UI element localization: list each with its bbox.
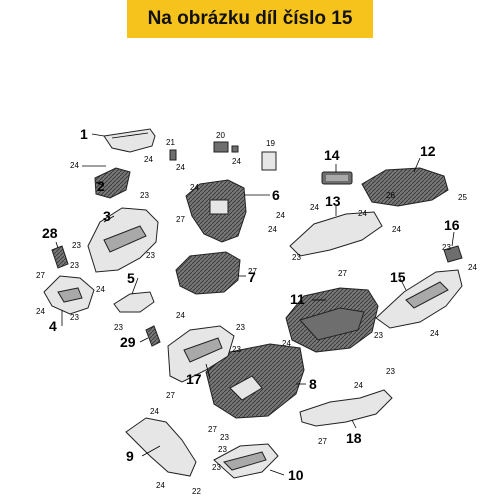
fastener-label-27: 27: [176, 215, 185, 224]
fastener-label-27: 27: [208, 425, 217, 434]
part-label-28: 28: [42, 225, 58, 241]
fastener-label-24: 24: [354, 381, 363, 390]
part-label-4: 4: [49, 318, 57, 334]
fastener-label-23: 23: [236, 323, 245, 332]
part-16-shape: [443, 245, 463, 263]
fastener-label-24: 24: [176, 163, 185, 172]
page-title: Na obrázku díl číslo 15: [127, 0, 373, 38]
fastener-label-23: 23: [146, 251, 155, 260]
part-label-7: 7: [248, 269, 256, 285]
part-29-shape: [145, 325, 161, 347]
fastener-labels: 19 20 21 22 25 26 24 24 24 24 24 24 24 2…: [36, 131, 477, 496]
fastener-label-25: 25: [458, 193, 467, 202]
part-label-6: 6: [272, 187, 280, 203]
part-label-9: 9: [126, 448, 134, 464]
fastener-label-24: 24: [310, 203, 319, 212]
part-15-shape: [375, 269, 463, 329]
part-8-shape: [205, 343, 305, 419]
part-5-shape: [113, 291, 155, 313]
part-20-shape: [213, 141, 239, 153]
fastener-label-23: 23: [140, 191, 149, 200]
fastener-label-27: 27: [36, 271, 45, 280]
fastener-label-24: 24: [232, 157, 241, 166]
part-13-shape: [289, 211, 383, 257]
fastener-label-23: 23: [442, 243, 451, 252]
fastener-label-24: 24: [150, 407, 159, 416]
fastener-label-24: 24: [430, 329, 439, 338]
fastener-label-23: 23: [386, 367, 395, 376]
part-18-shape: [299, 389, 393, 427]
fastener-label-27: 27: [166, 391, 175, 400]
part-6-shape: [185, 179, 247, 243]
fastener-label-23: 23: [374, 331, 383, 340]
part-label-15: 15: [390, 269, 406, 285]
fastener-label-23: 23: [220, 433, 229, 442]
part-28-shape: [51, 245, 69, 269]
fastener-label-23: 23: [232, 345, 241, 354]
fastener-label-23: 23: [70, 261, 79, 270]
fastener-label-24: 24: [282, 339, 291, 348]
fastener-label-24: 24: [36, 307, 45, 316]
fastener-label-24: 24: [176, 311, 185, 320]
fastener-label-19: 19: [266, 139, 275, 148]
part-10-shape: [213, 443, 279, 479]
part-9-shape: [125, 417, 197, 477]
fastener-label-23: 23: [292, 253, 301, 262]
part-11-shape: [285, 287, 379, 353]
part-4-shape: [43, 275, 95, 315]
fastener-label-20: 20: [216, 131, 225, 140]
fastener-label-27: 27: [248, 267, 257, 276]
fastener-label-24: 24: [190, 183, 199, 192]
fastener-label-23: 23: [212, 463, 221, 472]
part-7-shape: [175, 251, 241, 295]
part-label-29: 29: [120, 334, 136, 350]
fastener-label-24: 24: [392, 225, 401, 234]
fastener-label-27: 27: [338, 269, 347, 278]
part-label-18: 18: [346, 430, 362, 446]
part-1-shape: [103, 128, 156, 153]
leader-lines: [55, 133, 455, 476]
fastener-label-24: 24: [358, 209, 367, 218]
fastener-label-26: 26: [386, 191, 395, 200]
part-label-14: 14: [324, 147, 340, 163]
part-21-shape: [169, 149, 177, 161]
part-label-11: 11: [290, 291, 305, 307]
part-label-8: 8: [309, 376, 317, 392]
part-label-5: 5: [127, 270, 135, 286]
fastener-label-23: 23: [72, 241, 81, 250]
fastener-label-23: 23: [218, 445, 227, 454]
part-label-1: 1: [80, 126, 88, 142]
part-17-shape: [167, 325, 235, 383]
fastener-label-23: 23: [70, 313, 79, 322]
part-label-2: 2: [97, 178, 105, 194]
part-label-17: 17: [186, 371, 202, 387]
fastener-label-23: 23: [114, 323, 123, 332]
fastener-label-24: 24: [96, 285, 105, 294]
fastener-label-24: 24: [70, 161, 79, 170]
part-label-16: 16: [444, 217, 460, 233]
fastener-label-24: 24: [468, 263, 477, 272]
part-label-10: 10: [288, 467, 304, 483]
fastener-label-22: 22: [192, 487, 201, 496]
part-label-3: 3: [103, 208, 111, 224]
part-label-12: 12: [420, 143, 436, 159]
part-label-13: 13: [325, 193, 341, 209]
part-labels: 1 2 3 4 5 6 7 8 9 10 11 12 13 14 15 16 1…: [42, 126, 460, 483]
part-3-shape: [87, 207, 159, 273]
fastener-label-27: 27: [318, 437, 327, 446]
fastener-label-24: 24: [156, 481, 165, 490]
part-2-shape: [94, 167, 131, 199]
fastener-label-24: 24: [268, 225, 277, 234]
part-14-shape: [321, 171, 353, 185]
fastener-label-24: 24: [276, 211, 285, 220]
fastener-label-21: 21: [166, 138, 175, 147]
part-12-shape: [361, 167, 449, 207]
fastener-label-24: 24: [144, 155, 153, 164]
part-19-shape: [261, 151, 277, 171]
